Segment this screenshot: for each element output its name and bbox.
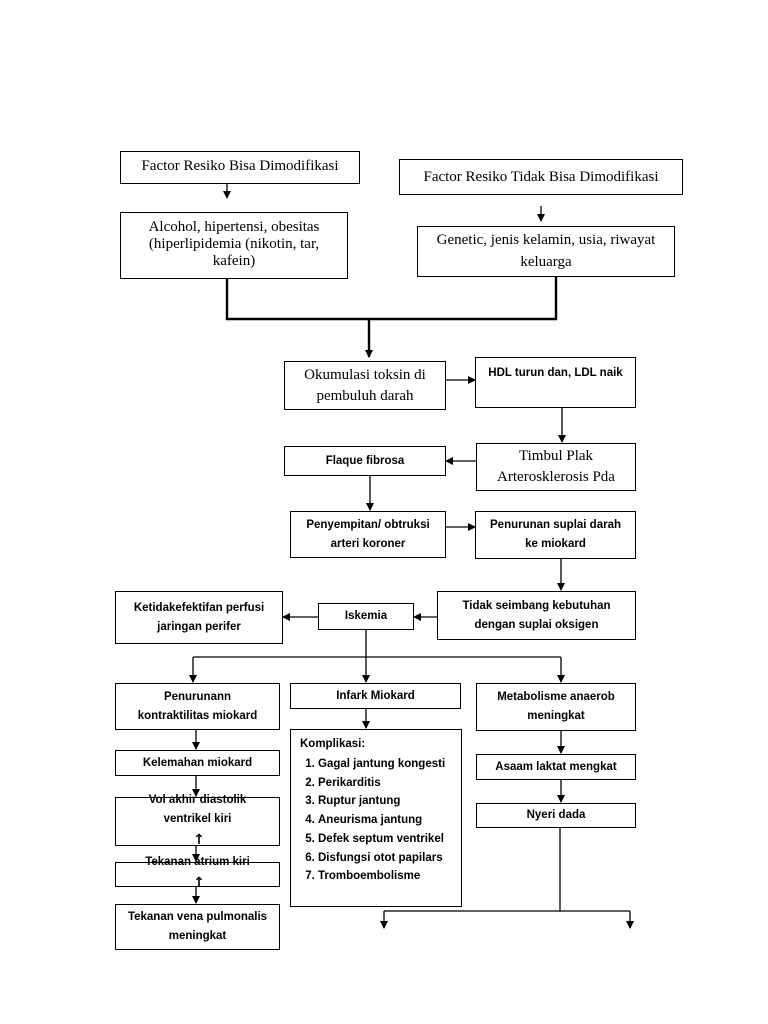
node-hdl-ldl: HDL turun dan, LDL naik	[475, 357, 636, 408]
node-non-modifiable-risk: Factor Resiko Tidak Bisa Dimodifikasi	[399, 159, 683, 195]
complication-item: Gagal jantung kongesti	[318, 755, 461, 774]
node-weakness: Kelemahan miokard	[115, 750, 280, 776]
node-modifiable-risk: Factor Resiko Bisa Dimodifikasi	[120, 151, 360, 184]
complications-title: Komplikasi:	[300, 738, 366, 750]
node-lactic: Asaam laktat mengkat	[476, 754, 636, 780]
complication-item: Aneurisma jantung	[318, 811, 461, 830]
node-narrowing: Penyempitan/ obtruksi arteri koroner	[290, 511, 446, 558]
complication-item: Defek septum ventrikel	[318, 830, 461, 849]
node-imbalance: Tidak seimbang kebutuhan dengan suplai o…	[437, 591, 636, 640]
complications-box: Komplikasi: Gagal jantung kongesti Perik…	[290, 729, 462, 907]
node-ischemia: Iskemia	[318, 603, 414, 630]
complication-item: Perikarditis	[318, 774, 461, 793]
node-contractility: Penurunann kontraktilitas miokard	[115, 683, 280, 730]
node-atrium: Tekanan atrium kiri↑	[115, 856, 280, 891]
node-edv: Vol akhir diastolik ventrikel kiri↑	[115, 794, 280, 848]
node-perfusion: Ketidakefektifan perfusi jaringan perife…	[115, 591, 283, 644]
merge-connector	[225, 277, 558, 321]
complication-item: Tromboembolisme	[318, 867, 461, 886]
complication-item: Ruptur jantung	[318, 792, 461, 811]
node-toxin-accumulation: Okumulasi toksin di pembuluh darah	[284, 361, 446, 410]
node-reduced-supply: Penurunan suplai darah ke miokard	[475, 511, 636, 559]
node-plaque: Timbul Plak Arterosklerosis Pda	[476, 443, 636, 491]
node-chest-pain: Nyeri dada	[476, 803, 636, 828]
node-modifiable-examples: Alcohol, hipertensi, obesitas (hiperlipi…	[120, 212, 348, 279]
node-infarct: Infark Miokard	[290, 683, 461, 709]
node-pulmonary: Tekanan vena pulmonalis meningkat	[115, 904, 280, 950]
node-anaerobic: Metabolisme anaerob meningkat	[476, 683, 636, 731]
complications-list: Gagal jantung kongesti Perikarditis Rupt…	[300, 755, 461, 886]
node-flaque-fibrosa: Flaque fibrosa	[284, 446, 446, 476]
increase-arrow-icon: ↑	[193, 831, 205, 848]
complication-item: Disfungsi otot papilars	[318, 849, 461, 868]
node-non-modifiable-examples: Genetic, jenis kelamin, usia, riwayat ke…	[417, 226, 675, 277]
increase-arrow-icon: ↑	[193, 875, 205, 892]
